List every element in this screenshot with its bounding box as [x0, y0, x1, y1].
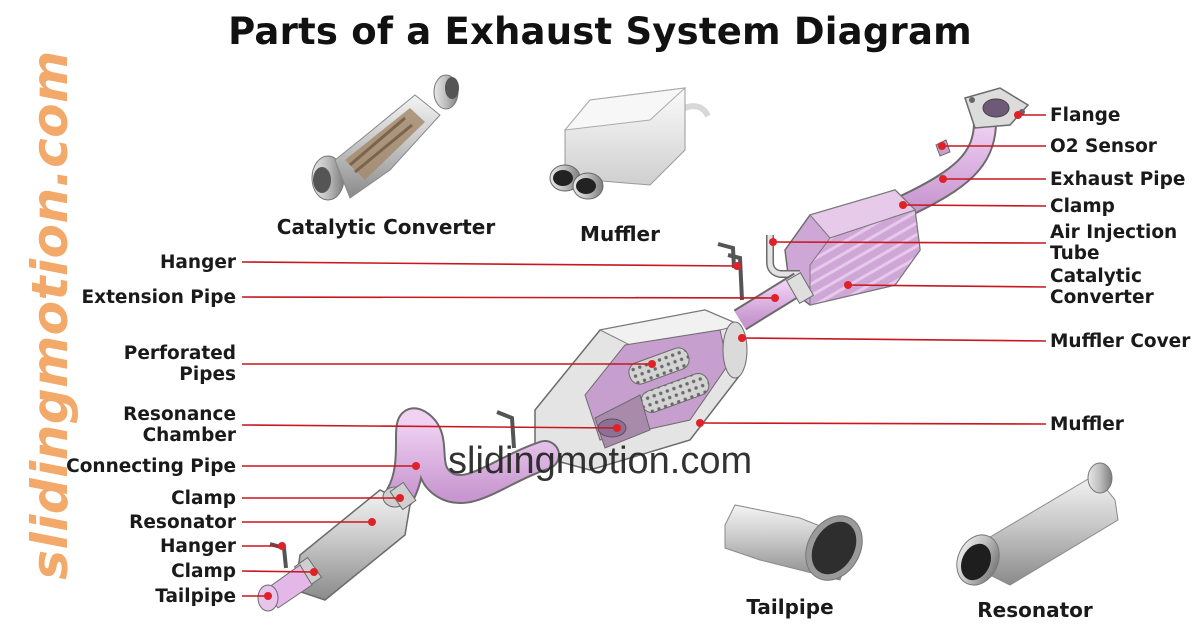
label-line: Chamber [142, 425, 236, 446]
label-line: Muffler [1050, 413, 1124, 435]
dot-connecting-pipe [412, 462, 420, 470]
label-hanger-front: Hanger [160, 536, 236, 557]
dot-muffler [696, 419, 704, 427]
label-line: Muffler Cover [1050, 330, 1191, 352]
dot-resonance-chamber [613, 424, 621, 432]
dot-flange [1014, 111, 1022, 119]
dot-tailpipe [264, 592, 272, 600]
label-line: Flange [1050, 104, 1121, 126]
label-line: Clamp [171, 487, 236, 509]
label-flange: Flange [1050, 105, 1120, 126]
caption-resonator: Resonator [977, 598, 1093, 622]
dot-catalytic-converter [844, 281, 852, 289]
label-line: Pipes [179, 364, 236, 385]
dot-hanger-rear [733, 262, 741, 270]
label-clamp-tail: Clamp [171, 561, 236, 582]
vertical-watermark: slidingmotion.com [21, 50, 79, 580]
leader-extension-pipe [241, 296, 776, 299]
label-line: Exhaust Pipe [1050, 168, 1186, 190]
label-exhaust-pipe: Exhaust Pipe [1050, 169, 1185, 190]
label-line: Perforated [123, 343, 236, 364]
label-extension-pipe: Extension Pipe [82, 287, 237, 308]
caption-muffler: Muffler [580, 222, 660, 246]
dot-perforated-pipes [648, 360, 656, 368]
label-line: Resonance [123, 404, 236, 425]
label-o2-sensor: O2 Sensor [1050, 136, 1157, 157]
label-muffler-cover: Muffler Cover [1050, 331, 1190, 352]
dot-clamp-tail [310, 568, 318, 576]
leader-hanger-rear [241, 261, 738, 267]
label-line: Converter [1050, 287, 1154, 308]
dot-muffler-cover [738, 334, 746, 342]
label-clamp-rear: Clamp [1050, 196, 1115, 217]
leader-catalytic-converter [847, 284, 1047, 288]
label-line: Tailpipe [155, 585, 236, 607]
label-line: Catalytic [1050, 266, 1142, 287]
label-line: Extension Pipe [81, 286, 237, 308]
leader-muffler [699, 422, 1047, 425]
exhaust-assembly [257, 87, 1030, 612]
caption-tailpipe: Tailpipe [746, 595, 834, 619]
center-watermark: slidingmotion.com [448, 440, 753, 482]
leader-muffler-cover [741, 337, 1047, 342]
label-connecting-pipe: Connecting Pipe [66, 456, 236, 477]
label-hanger-rear: Hanger [160, 252, 236, 273]
dot-air-injection-tube [769, 238, 777, 246]
leader-resonance-chamber [241, 424, 618, 429]
resonator-photo [956, 462, 1119, 586]
dot-clamp-front [396, 494, 404, 502]
label-line: Clamp [1050, 195, 1115, 217]
leader-lines [241, 111, 1047, 600]
leader-clamp-rear [902, 204, 1047, 207]
label-resonator: Resonator [129, 512, 236, 533]
leader-clamp-tail [241, 570, 315, 573]
label-line: Hanger [159, 251, 236, 273]
dot-extension-pipe [771, 294, 779, 302]
muffler-photo [549, 87, 711, 200]
dot-clamp-rear [899, 201, 907, 209]
label-line: O2 Sensor [1050, 135, 1157, 157]
catalytic-converter-photo [311, 74, 459, 201]
label-muffler: Muffler [1050, 414, 1124, 435]
dot-exhaust-pipe [939, 175, 947, 183]
dot-o2-sensor [938, 142, 946, 150]
label-tailpipe: Tailpipe [155, 586, 236, 607]
page-title: Parts of a Exhaust System Diagram [228, 10, 972, 53]
dot-hanger-front [278, 542, 286, 550]
label-line: Tube [1050, 243, 1100, 264]
tailpipe-photo [724, 504, 863, 581]
leader-air-injection-tube [772, 241, 1047, 244]
dot-resonator [368, 518, 376, 526]
label-line: Hanger [159, 535, 236, 557]
label-line: Connecting Pipe [66, 455, 236, 477]
label-line: Air Injection [1050, 222, 1178, 243]
label-line: Clamp [171, 560, 236, 582]
label-line: Resonator [129, 511, 236, 533]
caption-catalytic-converter: Catalytic Converter [276, 215, 496, 239]
label-clamp-front: Clamp [171, 488, 236, 509]
